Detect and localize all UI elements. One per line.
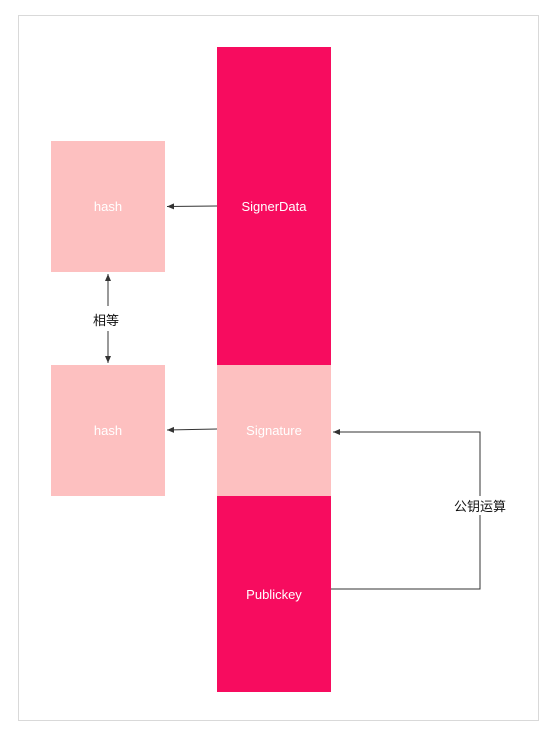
signature-label: Signature xyxy=(246,423,302,438)
publickey-block: Publickey xyxy=(217,496,331,692)
hash-top-label: hash xyxy=(93,199,123,214)
signer-data-label: SignerData xyxy=(241,198,307,214)
equal-label: 相等 xyxy=(93,310,120,329)
hash-bottom-label: hash xyxy=(93,423,123,438)
public-key-operation-label: 公钥运算 xyxy=(452,496,509,515)
hash-top-block: hash xyxy=(51,141,165,272)
signature-block: Signature xyxy=(217,365,331,496)
publickey-label: Publickey xyxy=(246,586,302,602)
arrow-signature-to-hash xyxy=(166,426,218,433)
signer-data-block: SignerData xyxy=(217,47,331,365)
hash-bottom-block: hash xyxy=(51,365,165,496)
arrow-signerdata-to-hash xyxy=(166,203,218,210)
